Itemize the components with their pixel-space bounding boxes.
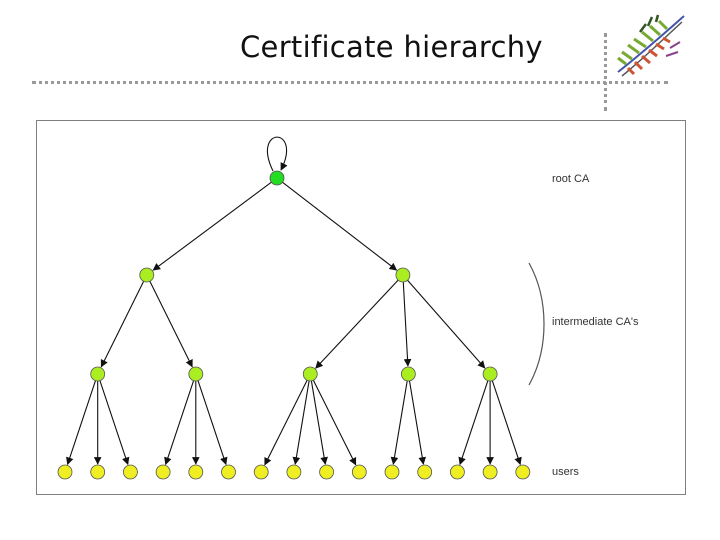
user-node-11 (417, 464, 433, 480)
edge-3-6 (264, 380, 308, 466)
edge-3-2 (99, 380, 130, 466)
edge-2-1 (149, 281, 193, 368)
slide-title: Certificate hierarchy (240, 30, 543, 64)
intermediate-ca-node-2 (302, 366, 318, 382)
intermediate-ca-node-3 (400, 366, 416, 382)
edge-3-11 (408, 380, 427, 465)
edge-3-3 (164, 380, 195, 466)
user-node-6 (253, 464, 269, 480)
user-node-3 (155, 464, 171, 480)
edge-3-14 (491, 380, 522, 466)
user-node-5 (221, 464, 236, 480)
user-node-1 (90, 464, 106, 480)
edge-3-0 (66, 380, 97, 466)
edge-3-5 (197, 380, 228, 466)
intermediate-ca-node-1 (395, 267, 411, 283)
user-node-4 (188, 464, 204, 480)
user-node-2 (123, 464, 138, 480)
user-node-8 (319, 464, 335, 480)
label-root-ca: root CA (552, 173, 590, 185)
user-node-14 (515, 464, 531, 480)
user-node-0 (57, 464, 73, 480)
title-divider-vertical (604, 33, 607, 111)
user-node-9 (351, 464, 367, 480)
intermediate-ca-node-0 (139, 267, 155, 283)
edge-2-3 (402, 281, 412, 367)
edge-3-9 (312, 380, 357, 466)
hierarchy-tree: root CA intermediate CA's users (57, 136, 639, 480)
edge-3-7 (292, 380, 310, 465)
title-divider-horizontal (32, 81, 668, 84)
user-node-13 (482, 464, 498, 480)
root-ca-node-0 (269, 170, 285, 186)
edge-2-0 (100, 281, 145, 368)
user-node-10 (384, 464, 400, 480)
hierarchy-diagram: root CA intermediate CA's users (36, 120, 686, 495)
edge-2-2 (315, 279, 399, 369)
user-node-12 (449, 464, 465, 480)
edge-3-8 (310, 380, 328, 465)
label-intermediate-cas: intermediate CA's (552, 316, 639, 328)
intermediate-ca-node-0 (90, 366, 106, 382)
fern-leaf-logo-icon (617, 14, 685, 77)
label-users: users (552, 466, 579, 478)
edge-layer (66, 136, 522, 466)
node-layer (57, 170, 531, 480)
edge-1-0 (152, 181, 272, 271)
intermediate-ca-node-1 (188, 366, 204, 382)
intermediate-bracket (528, 262, 545, 386)
edge-2-4 (407, 279, 486, 369)
edge-3-12 (458, 380, 489, 466)
user-node-7 (286, 464, 302, 480)
edge-3-10 (390, 380, 408, 465)
intermediate-ca-node-4 (482, 366, 498, 382)
edge-1-1 (282, 181, 398, 271)
self-signed-loop (267, 136, 288, 172)
